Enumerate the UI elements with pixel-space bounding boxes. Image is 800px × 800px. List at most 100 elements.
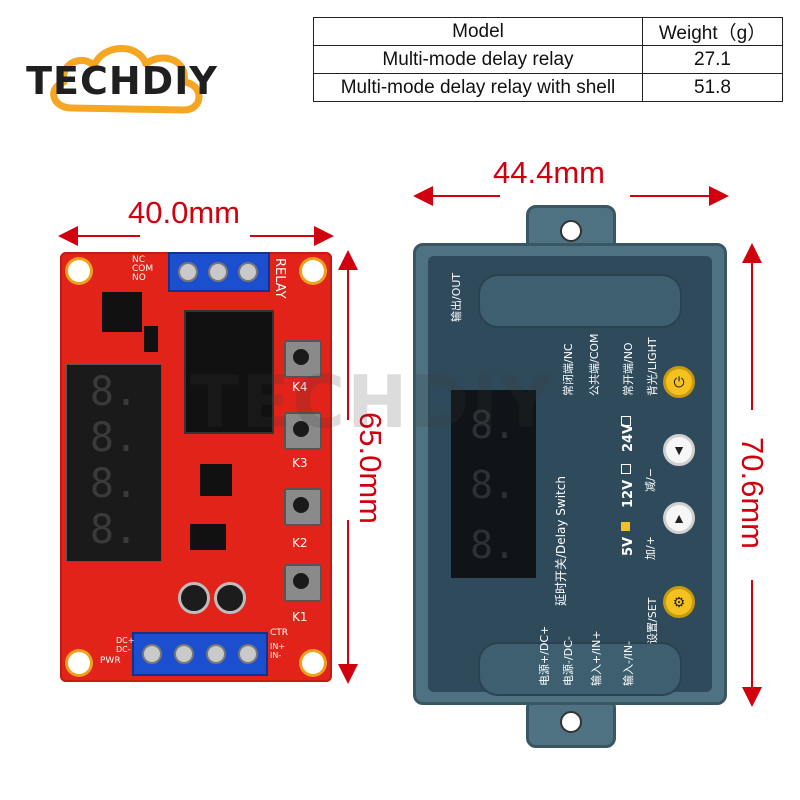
in-minus-label: 输入-/IN- xyxy=(622,640,635,686)
power-silk-label: PWR xyxy=(100,656,121,666)
weight-cell: 27.1 xyxy=(642,45,783,74)
voltage-12v: 12V xyxy=(621,479,636,508)
terminal-screw[interactable] xyxy=(178,262,198,282)
shell-width-label: 44.4mm xyxy=(493,155,605,190)
cloud-logo-icon xyxy=(50,45,203,114)
nc-label: 常闭端/NC xyxy=(562,343,575,396)
power-terminal-labels: DC+ DC- xyxy=(116,636,134,654)
shell-height-label: 70.6mm xyxy=(735,437,770,549)
button-k3[interactable] xyxy=(284,412,322,450)
board-width-label: 40.0mm xyxy=(128,195,240,230)
in-plus-label: 输入+/IN+ xyxy=(590,630,603,686)
delay-switch-label: 延时开关/Delay Switch xyxy=(554,476,568,606)
mounting-hole xyxy=(302,260,324,282)
com-label: 公共端/COM xyxy=(588,333,601,396)
terminal-screw[interactable] xyxy=(238,644,258,664)
relay-terminal-block xyxy=(168,252,270,292)
button-k4[interactable] xyxy=(284,340,322,378)
button-label: K2 xyxy=(292,536,308,550)
led-display: 8. 8. 8. 8. xyxy=(66,364,162,562)
button-k1[interactable] xyxy=(284,564,322,602)
button-k2[interactable] xyxy=(284,488,322,526)
input-terminal-block xyxy=(132,632,268,676)
display-digit: 8. xyxy=(89,415,139,461)
weight-cell: 51.8 xyxy=(642,73,783,102)
output-label: 输出/OUT xyxy=(450,272,463,322)
ctr-terminal-labels: IN+ IN- xyxy=(270,642,285,660)
model-cell: Multi-mode delay relay with shell xyxy=(313,73,643,102)
mounting-hole xyxy=(68,260,90,282)
capacitor xyxy=(214,582,246,614)
mounting-hole xyxy=(68,652,90,674)
display-digit: 8. xyxy=(89,369,139,415)
header-model: Model xyxy=(313,17,643,46)
transistor-chip xyxy=(144,326,158,352)
voltage-indicator-12v xyxy=(621,464,631,474)
mounting-hole xyxy=(560,220,582,242)
no-label: 常开端/NO xyxy=(622,342,635,396)
ctr-silk-label: CTR xyxy=(270,628,289,638)
dc-minus-label: 电源-/DC- xyxy=(562,636,575,686)
front-panel: 输出/OUT 8. 8. 8. 常闭端/NC 公共端/COM 常开端/NO 背光… xyxy=(428,256,712,696)
mounting-hole xyxy=(560,711,582,733)
triangle-down-icon: ▼ xyxy=(672,442,686,458)
terminal-screw[interactable] xyxy=(238,262,258,282)
power-icon: ⏻ xyxy=(673,374,685,390)
model-cell: Multi-mode delay relay xyxy=(313,45,643,74)
light-label: 背光/LIGHT xyxy=(646,337,659,396)
mounting-ear-bottom xyxy=(526,698,616,748)
display-digit: 8. xyxy=(470,403,516,447)
button-label: K1 xyxy=(292,610,308,624)
terminal-screw[interactable] xyxy=(174,644,194,664)
terminal-label: IN+ xyxy=(270,642,286,651)
minus-label: 减/− xyxy=(644,468,657,492)
dc-plus-label: 电源+/DC+ xyxy=(538,625,551,686)
lcd-display: 8. 8. 8. xyxy=(451,390,536,578)
terminal-screw[interactable] xyxy=(206,644,226,664)
terminal-label: IN- xyxy=(270,651,282,660)
terminal-slot-bottom xyxy=(478,642,682,696)
optocoupler-chip xyxy=(190,524,226,550)
down-button[interactable]: ▼ xyxy=(663,434,695,466)
voltage-5v: 5V xyxy=(621,536,636,556)
voltage-indicator-5v xyxy=(621,522,630,531)
microcontroller-chip xyxy=(200,464,232,496)
weight-table: Model Weight（g） Multi-mode delay relay 2… xyxy=(313,17,783,102)
terminal-label: NO xyxy=(132,273,146,283)
button-label: K4 xyxy=(292,380,308,394)
table-row: Multi-mode delay relay with shell 51.8 xyxy=(313,73,783,102)
terminal-label: DC- xyxy=(116,645,131,654)
button-label: K3 xyxy=(292,456,308,470)
relay-terminal-labels: NC COM NO xyxy=(132,256,166,283)
voltage-24v: 24V xyxy=(621,423,636,452)
terminal-label: DC+ xyxy=(116,636,135,645)
terminal-screw[interactable] xyxy=(142,644,162,664)
mounting-hole xyxy=(302,652,324,674)
relay-silk-label: RELAY xyxy=(272,258,287,299)
optocoupler-chip xyxy=(102,292,142,332)
table-header-row: Model Weight（g） xyxy=(313,17,783,46)
display-digit: 8. xyxy=(470,463,516,507)
display-digit: 8. xyxy=(89,461,139,507)
logo-text: TECHDIY xyxy=(26,59,218,103)
plus-label: 加/+ xyxy=(644,536,657,560)
triangle-up-icon: ▲ xyxy=(672,510,686,526)
voltage-indicator-24v xyxy=(621,416,631,426)
watermark-text: TECHDIY xyxy=(190,360,555,444)
set-label: 设置/SET xyxy=(646,597,659,644)
terminal-screw[interactable] xyxy=(208,262,228,282)
up-button[interactable]: ▲ xyxy=(663,502,695,534)
terminal-slot-top xyxy=(478,274,682,328)
display-digit: 8. xyxy=(89,507,139,553)
relay-board: NC COM NO RELAY 8. 8. 8. 8. K4 K3 K2 K1 … xyxy=(60,252,332,682)
display-digit: 8. xyxy=(470,523,516,567)
header-weight: Weight（g） xyxy=(642,17,783,46)
light-button[interactable]: ⏻ xyxy=(663,366,695,398)
gear-icon: ⚙ xyxy=(672,594,686,610)
relay-enclosure: 输出/OUT 8. 8. 8. 常闭端/NC 公共端/COM 常开端/NO 背光… xyxy=(413,243,727,705)
terminal-label: NC xyxy=(132,255,146,265)
table-row: Multi-mode delay relay 27.1 xyxy=(313,45,783,74)
relay-component xyxy=(184,310,274,434)
set-button[interactable]: ⚙ xyxy=(663,586,695,618)
terminal-label: COM xyxy=(132,264,154,274)
